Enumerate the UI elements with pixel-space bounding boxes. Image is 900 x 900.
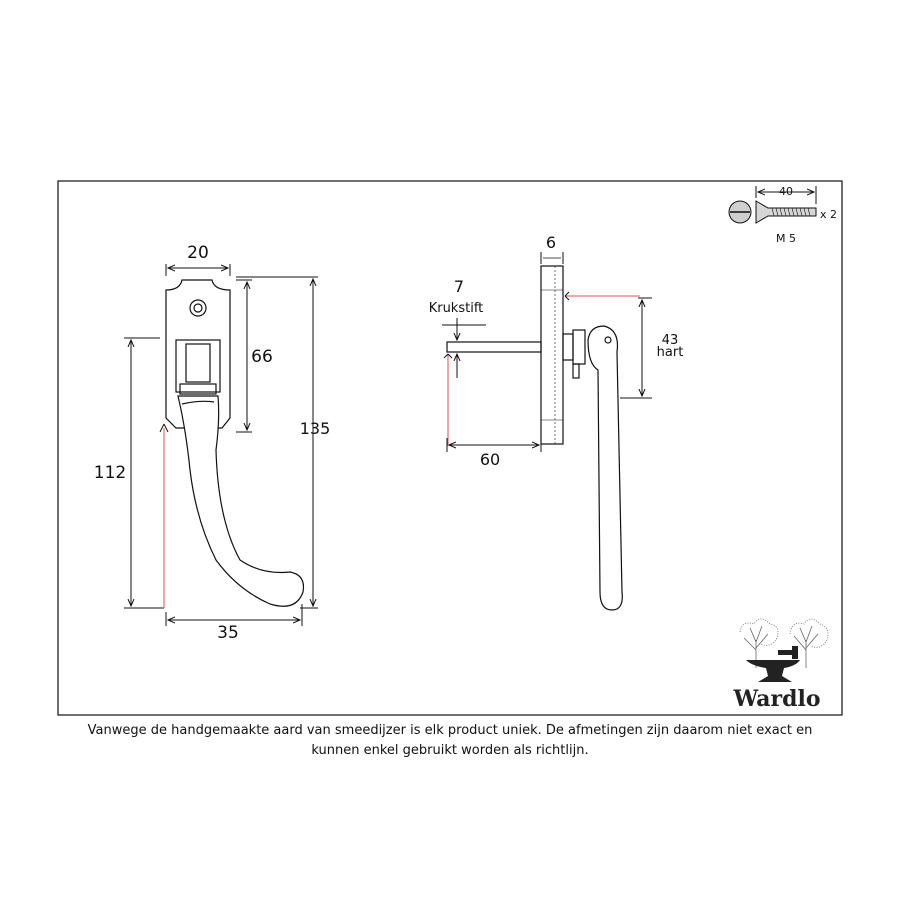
- anvil-icon: [746, 660, 800, 682]
- front-dimensions: [124, 264, 318, 626]
- dim-plate-thickness: 6: [546, 233, 556, 252]
- lever-handle: [177, 395, 305, 607]
- front-view: [165, 279, 305, 607]
- catch-box: [175, 339, 221, 393]
- wardlo-logo: Wardlo: [732, 618, 829, 712]
- caption-line-2: kunnen enkel gebruikt worden als richtli…: [311, 743, 589, 758]
- screw-body-icon: [755, 200, 817, 224]
- back-plate: [165, 279, 231, 429]
- dim-center-distance: 43: [662, 333, 679, 348]
- dim-width-bottom: 35: [217, 623, 239, 643]
- rose-plate: [540, 265, 564, 445]
- drawing-frame: [57, 180, 843, 716]
- label-center: hart: [657, 345, 684, 360]
- dim-left-height: 112: [94, 463, 126, 483]
- side-dimensions: [442, 252, 652, 452]
- caption-line-1: Vanwege de handgemaakte aard van smeedij…: [87, 723, 813, 738]
- dim-spindle-length: 60: [480, 450, 500, 469]
- side-view: [446, 265, 623, 611]
- label-spindle: Krukstift: [429, 301, 484, 316]
- screw-thread: M 5: [776, 232, 796, 245]
- logo-brand: Wardlo: [732, 686, 820, 712]
- spindle: [446, 341, 542, 353]
- disclaimer-caption: Vanwege de handgemaakte aard van smeedij…: [0, 721, 900, 761]
- screw-quantity: x 2: [820, 208, 837, 221]
- dim-total-height: 135: [300, 419, 331, 438]
- side-lever: [587, 325, 623, 611]
- dim-width-top: 20: [187, 243, 209, 263]
- screw-detail: [728, 186, 817, 224]
- dim-upper-height: 66: [251, 347, 273, 367]
- tree-icon: [739, 618, 829, 668]
- screw-hole: [189, 299, 207, 317]
- screw-length: 40: [779, 185, 793, 198]
- dim-spindle-dia: 7: [454, 277, 464, 296]
